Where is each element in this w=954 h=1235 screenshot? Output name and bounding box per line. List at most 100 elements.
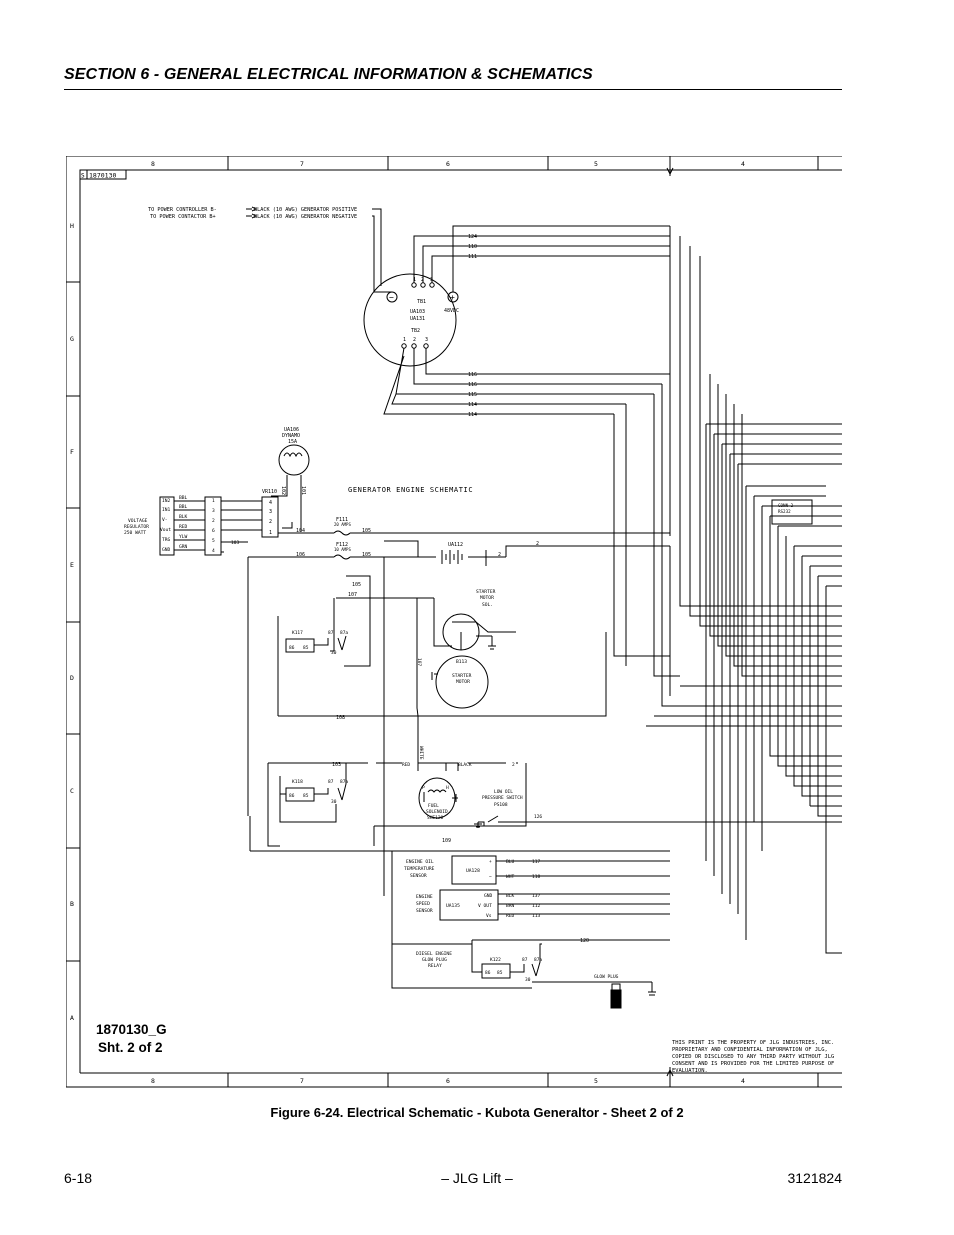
svg-text:SENSOR: SENSOR: [416, 908, 433, 914]
svg-text:86: 86: [289, 793, 295, 799]
svg-text:WHITE: WHITE: [418, 746, 424, 760]
drawing-frame: [66, 156, 842, 1088]
svg-text:6: 6: [212, 528, 215, 534]
temp-sensor-id: UA128: [466, 868, 480, 874]
black-negative-label: BLACK (10 AWG) GENERATOR NEGATIVE: [254, 214, 357, 220]
doc-number: 3121824: [787, 1170, 842, 1186]
schematic-title: GENERATOR ENGINE SCHEMATIC: [348, 486, 473, 494]
legal-line-2: PROPRIETARY AND CONFIDENTIAL INFORMATION…: [672, 1047, 828, 1053]
generator-symbol: [363, 273, 457, 367]
svg-text:30: 30: [331, 650, 337, 656]
svg-text:116: 116: [468, 372, 477, 378]
legal-line-5: EVALUATION.: [672, 1068, 708, 1074]
svg-text:SPEED: SPEED: [416, 901, 430, 907]
zone-col-6: 6: [446, 160, 450, 168]
glow-plug-label: GLOW PLUG: [594, 974, 619, 980]
sheet-id-line2: Sht. 2 of 2: [98, 1040, 163, 1055]
svg-text:116: 116: [468, 382, 477, 388]
zone-col-5-bottom: 5: [594, 1077, 598, 1085]
svg-text:85: 85: [303, 793, 309, 799]
svg-text:107: 107: [416, 658, 422, 666]
black-positive-label: BLACK (10 AWG) GENERATOR POSITIVE: [254, 207, 357, 213]
svg-text:2: 2: [413, 337, 416, 343]
svg-text:87: 87: [522, 957, 528, 963]
zone-row-e: E: [70, 561, 74, 569]
svg-text:GND: GND: [484, 893, 493, 899]
svg-text:30: 30: [331, 799, 337, 805]
svg-text:3: 3: [425, 337, 428, 343]
svg-text:2: 2: [212, 518, 215, 524]
svg-text:FUEL: FUEL: [428, 803, 439, 809]
zone-col-6-bottom: 6: [446, 1077, 450, 1085]
svg-text:F111: F111: [336, 517, 348, 523]
svg-text:LOW OIL: LOW OIL: [494, 789, 513, 795]
figure-caption: Figure 6-24. Electrical Schematic - Kubo…: [270, 1105, 684, 1120]
svg-text:MOTOR: MOTOR: [456, 679, 470, 685]
zone-row-f: F: [70, 448, 74, 456]
svg-text:109: 109: [442, 838, 451, 844]
svg-text:117: 117: [532, 859, 541, 865]
zone-row-c: C: [70, 787, 74, 795]
svg-text:107: 107: [348, 592, 357, 598]
svg-text:SOLENOID: SOLENOID: [426, 809, 448, 815]
k118-id: K118: [292, 779, 303, 785]
svg-text:BBL: BBL: [179, 504, 188, 510]
tb2-label: TB2: [411, 328, 420, 334]
svg-text:87: 87: [328, 630, 334, 636]
svg-text:Vs: Vs: [486, 913, 492, 919]
svg-text:RS232: RS232: [778, 509, 791, 514]
section-title: SECTION 6 - GENERAL ELECTRICAL INFORMATI…: [64, 66, 593, 83]
to-power-contactor-label: TO POWER CONTACTOR B+: [150, 214, 216, 220]
svg-text:−: −: [489, 875, 492, 880]
svg-text:STARTER: STARTER: [452, 673, 472, 679]
minus-terminal: [386, 291, 398, 303]
zone-row-g: G: [70, 335, 74, 343]
legal-line-3: COPIED OR DISCLOSED TO ANY THIRD PARTY W…: [672, 1054, 834, 1060]
glow-plug-symbol: [611, 983, 621, 991]
regulator-block: [159, 496, 175, 556]
zone-col-4: 4: [741, 160, 745, 168]
zone-col-5: 5: [594, 160, 598, 168]
svg-text:126: 126: [534, 814, 542, 820]
dynamo-name: DYNAMO: [282, 433, 300, 439]
svg-text:BLK: BLK: [506, 893, 515, 899]
svg-text:BLU: BLU: [506, 859, 515, 865]
zone-row-a: A: [70, 1014, 74, 1022]
svg-text:4: 4: [269, 500, 272, 506]
svg-text:87a: 87a: [534, 957, 542, 963]
speed-sensor-block: [439, 889, 499, 921]
header-rule: [64, 89, 842, 90]
sheet-id-line1: 1870130_G: [96, 1022, 167, 1037]
temp-sensor-block: [451, 855, 497, 885]
svg-text:85: 85: [497, 970, 503, 976]
svg-text:2: 2: [536, 541, 539, 547]
zone-col-8: 8: [151, 160, 155, 168]
zone-col-7: 7: [300, 160, 304, 168]
tb1-label: TB1: [417, 299, 426, 305]
svg-text:3: 3: [212, 508, 215, 514]
svg-text:B113: B113: [456, 659, 467, 665]
svg-text:BRN: BRN: [506, 903, 515, 909]
svg-text:250 WATT: 250 WATT: [124, 530, 146, 536]
svg-text:3: 3: [269, 509, 272, 515]
svg-text:RED: RED: [179, 524, 188, 530]
svg-text:86: 86: [289, 645, 295, 651]
svg-text:GRN: GRN: [179, 544, 188, 550]
svg-text:CONN-2: CONN-2: [778, 503, 794, 508]
k122-id: K122: [490, 957, 501, 963]
svg-text:BLK: BLK: [179, 514, 188, 520]
right-bus-lines: [613, 226, 842, 954]
svg-text:105: 105: [352, 582, 361, 588]
svg-text:P: P: [422, 785, 425, 791]
page-number: 6-18: [64, 1170, 93, 1186]
svg-text:105: 105: [362, 528, 371, 534]
svg-text:87a: 87a: [340, 630, 348, 636]
zone-labels: 8 7 6 5 4 8 7 6 5 4 H G F E D C B A: [70, 160, 745, 1085]
zone-row-h: H: [70, 222, 74, 230]
svg-text:85: 85: [303, 645, 309, 651]
svg-text:BBL: BBL: [179, 495, 188, 501]
battery-id: UA112: [448, 542, 463, 548]
svg-text:87a: 87a: [340, 779, 348, 785]
svg-text:STARTER: STARTER: [476, 589, 496, 595]
svg-text:H: H: [446, 785, 449, 791]
